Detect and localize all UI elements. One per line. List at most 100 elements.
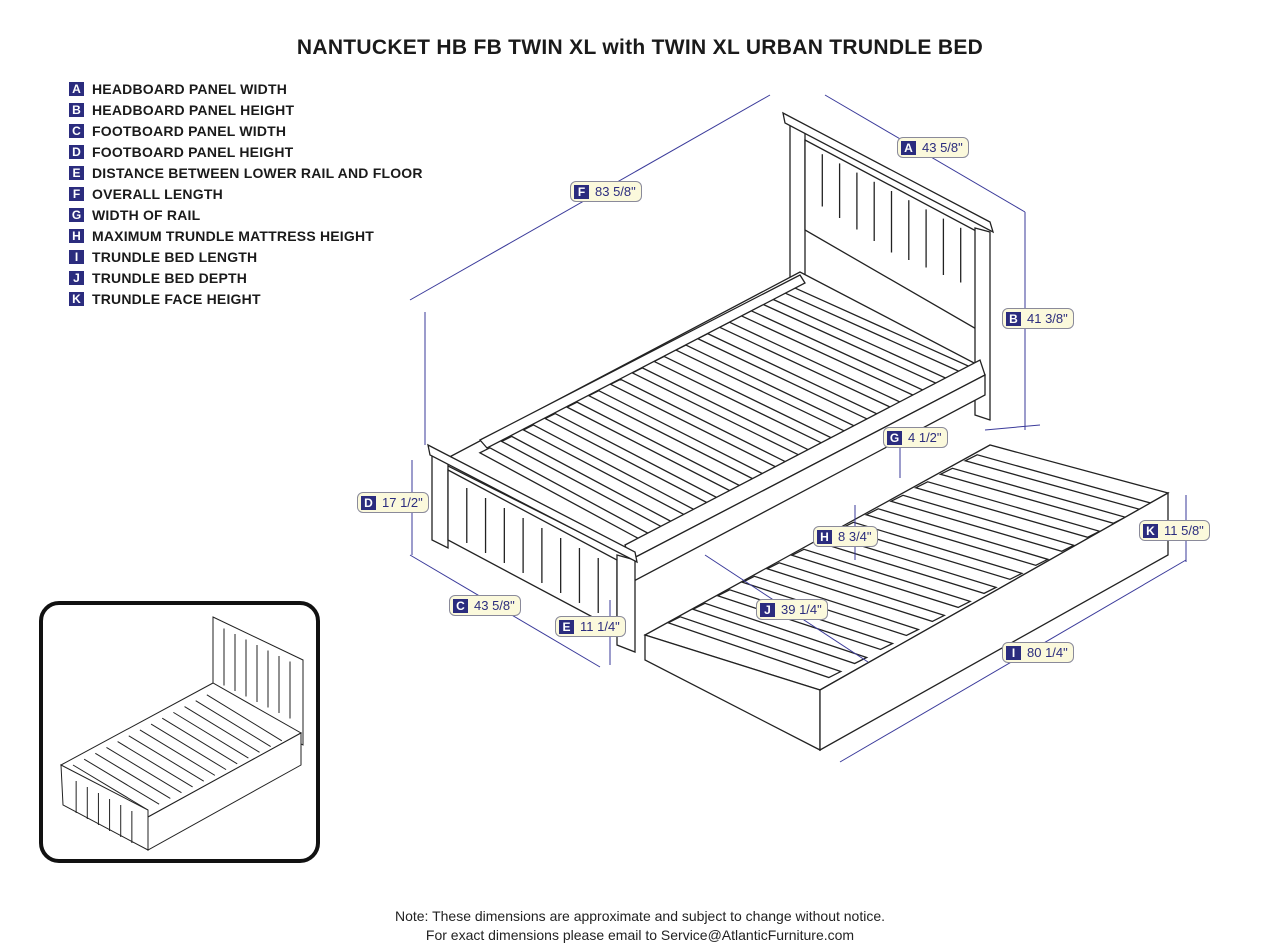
- dimension-label-i: I 80 1/4": [1002, 642, 1074, 663]
- legend-label: FOOTBOARD PANEL WIDTH: [92, 122, 287, 139]
- legend-key-badge: H: [69, 228, 84, 243]
- note-line-1: Note: These dimensions are approximate a…: [394, 908, 886, 924]
- legend-key-badge: E: [69, 165, 84, 180]
- dimension-key-badge: I: [1006, 645, 1021, 660]
- dimension-label-b: B 41 3/8": [1002, 308, 1074, 329]
- thumb-slat: [128, 735, 205, 782]
- legend-item-b: B HEADBOARD PANEL HEIGHT: [69, 99, 423, 120]
- dimension-key-badge: E: [559, 619, 574, 634]
- dimension-label-c: C 43 5/8": [449, 595, 521, 616]
- dimension-key-badge: B: [1006, 311, 1021, 326]
- thumb-slat: [161, 717, 238, 765]
- dimension-value: 43 5/8": [474, 598, 515, 613]
- dimension-value: 17 1/2": [382, 495, 423, 510]
- dimension-key-badge: J: [760, 602, 775, 617]
- legend-item-a: A HEADBOARD PANEL WIDTH: [69, 78, 423, 99]
- dimension-label-g: G 4 1/2": [883, 427, 948, 448]
- dimension-label-h: H 8 3/4": [813, 526, 878, 547]
- thumb-slat: [95, 752, 171, 799]
- legend-label: TRUNDLE BED LENGTH: [92, 248, 258, 265]
- dimension-value: 83 5/8": [595, 184, 636, 199]
- legend-item-h: H MAXIMUM TRUNDLE MATTRESS HEIGHT: [69, 225, 423, 246]
- legend-label: DISTANCE BETWEEN LOWER RAIL AND FLOOR: [92, 164, 423, 181]
- trundle-slat: [839, 521, 1024, 581]
- thumb-slat: [117, 741, 193, 788]
- legend-key-badge: I: [69, 249, 84, 264]
- dimension-value: 43 5/8": [922, 140, 963, 155]
- legend-key-badge: F: [69, 186, 84, 201]
- dimension-label-d: D 17 1/2": [357, 492, 429, 513]
- thumb-slat: [184, 706, 260, 753]
- diagram-title: NANTUCKET HB FB TWIN XL with TWIN XL URB…: [296, 36, 984, 59]
- footboard-left-post: [431, 454, 449, 550]
- trundle-slat: [864, 508, 1050, 567]
- trundle-slat: [666, 616, 843, 679]
- bed-thumbnail-inset: [39, 601, 320, 863]
- dimension-label-f: F 83 5/8": [570, 181, 642, 202]
- legend-item-i: I TRUNDLE BED LENGTH: [69, 246, 423, 267]
- thumb-slat: [139, 729, 216, 776]
- dimension-key-badge: C: [453, 598, 468, 613]
- dimension-key-badge: G: [887, 430, 902, 445]
- legend-item-e: E DISTANCE BETWEEN LOWER RAIL AND FLOOR: [69, 162, 423, 183]
- thumb-slat: [173, 711, 249, 759]
- dimension-key-badge: K: [1143, 523, 1158, 538]
- dimension-key-badge: H: [817, 529, 832, 544]
- legend-label: HEADBOARD PANEL WIDTH: [92, 80, 288, 97]
- dimension-key-badge: D: [361, 495, 376, 510]
- dimension-value: 41 3/8": [1027, 311, 1068, 326]
- legend-label: HEADBOARD PANEL HEIGHT: [92, 101, 295, 118]
- legend-item-c: C FOOTBOARD PANEL WIDTH: [69, 120, 423, 141]
- headboard-cap: [782, 111, 995, 234]
- thumb-slat: [72, 764, 149, 811]
- trundle-slat: [740, 575, 921, 637]
- legend-label: TRUNDLE FACE HEIGHT: [92, 290, 261, 307]
- trundle-slat: [765, 562, 947, 623]
- center-support-rail: [478, 274, 806, 449]
- trundle-slat: [790, 548, 972, 609]
- trundle-slat: [889, 494, 1076, 552]
- dimension-label-j: J 39 1/4": [756, 599, 828, 620]
- legend-label: WIDTH OF RAIL: [92, 206, 201, 223]
- thumb-slat: [83, 758, 160, 805]
- dimension-value: 4 1/2": [908, 430, 942, 445]
- bed-frame-drawing: [427, 111, 1170, 752]
- legend-key-badge: A: [69, 81, 84, 96]
- legend-key-badge: K: [69, 291, 84, 306]
- trundle-slat: [691, 602, 869, 665]
- note-line-2: For exact dimensions please email to Ser…: [425, 927, 855, 943]
- trundle-face: [819, 491, 1169, 752]
- dimension-key-badge: F: [574, 184, 589, 199]
- dimension-legend: A HEADBOARD PANEL WIDTH B HEADBOARD PANEL H…: [69, 78, 423, 309]
- disclaimer-note: Note: These dimensions are approximate a…: [0, 907, 1280, 945]
- legend-key-badge: C: [69, 123, 84, 138]
- legend-key-badge: B: [69, 102, 84, 117]
- dimension-label-e: E 11 1/4": [555, 616, 626, 637]
- thumb-slat: [206, 694, 283, 742]
- thumb-slat: [195, 700, 271, 747]
- dimension-label-a: A 43 5/8": [897, 137, 969, 158]
- footboard-right-post: [616, 554, 636, 653]
- legend-item-f: F OVERALL LENGTH: [69, 183, 423, 204]
- footboard-cap: [427, 443, 638, 564]
- dimension-value: 11 1/4": [580, 619, 620, 634]
- dimension-line: [984, 424, 1041, 431]
- legend-label: OVERALL LENGTH: [92, 185, 223, 202]
- bed-thumbnail-drawing: [59, 616, 304, 851]
- dimension-value: 39 1/4": [781, 602, 822, 617]
- legend-key-badge: D: [69, 144, 84, 159]
- legend-item-k: K TRUNDLE FACE HEIGHT: [69, 288, 423, 309]
- dimension-key-badge: A: [901, 140, 916, 155]
- thumb-slat: [150, 723, 227, 771]
- thumb-slat: [106, 747, 182, 794]
- legend-label: MAXIMUM TRUNDLE MATTRESS HEIGHT: [92, 227, 375, 244]
- thumb-footboard: [60, 764, 149, 851]
- dimension-value: 80 1/4": [1027, 645, 1068, 660]
- legend-key-badge: J: [69, 270, 84, 285]
- dimension-value: 8 3/4": [838, 529, 872, 544]
